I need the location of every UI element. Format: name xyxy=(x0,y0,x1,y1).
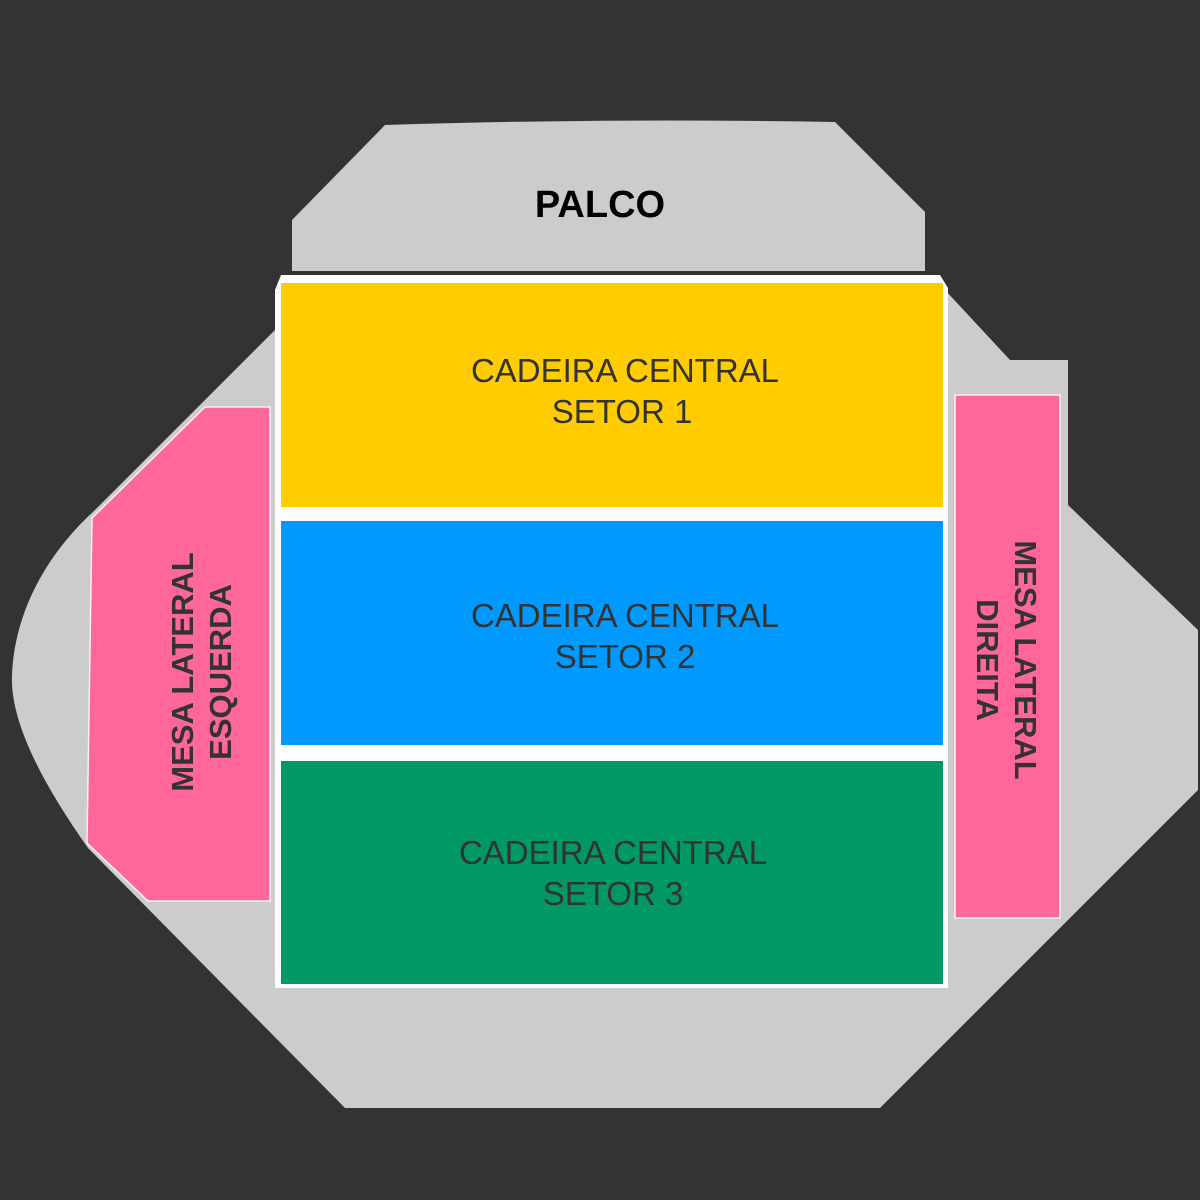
stage-edge xyxy=(290,271,927,275)
sector-1-area[interactable] xyxy=(281,283,943,507)
right-table-area[interactable] xyxy=(954,394,1061,919)
left-table-line2: ESQUERDA xyxy=(203,584,238,760)
sector-3-line2: SETOR 3 xyxy=(543,875,684,912)
left-table-line1: MESA LATERAL xyxy=(165,552,200,791)
sector-2-line2: SETOR 2 xyxy=(555,638,696,675)
right-table-line1: MESA LATERAL xyxy=(1008,540,1043,779)
left-table-section[interactable]: MESA LATERAL ESQUERDA xyxy=(86,406,271,902)
sector-3-line1: CADEIRA CENTRAL xyxy=(459,834,767,871)
sector-1[interactable]: CADEIRA CENTRAL SETOR 1 xyxy=(281,283,943,507)
stage[interactable] xyxy=(292,120,925,272)
stage-label: PALCO xyxy=(535,184,665,226)
sector-1-line2: SETOR 1 xyxy=(552,393,693,430)
sector-1-line1: CADEIRA CENTRAL xyxy=(471,352,779,389)
left-table-area[interactable] xyxy=(86,406,271,902)
sector-2-line1: CADEIRA CENTRAL xyxy=(471,597,779,634)
right-table-section[interactable]: MESA LATERAL DIREITA xyxy=(954,394,1061,919)
sector-2-area[interactable] xyxy=(281,521,943,745)
sector-3[interactable]: CADEIRA CENTRAL SETOR 3 xyxy=(281,761,943,984)
sector-3-area[interactable] xyxy=(281,761,943,984)
right-table-line2: DIREITA xyxy=(970,599,1005,721)
sector-2[interactable]: CADEIRA CENTRAL SETOR 2 xyxy=(281,521,943,745)
